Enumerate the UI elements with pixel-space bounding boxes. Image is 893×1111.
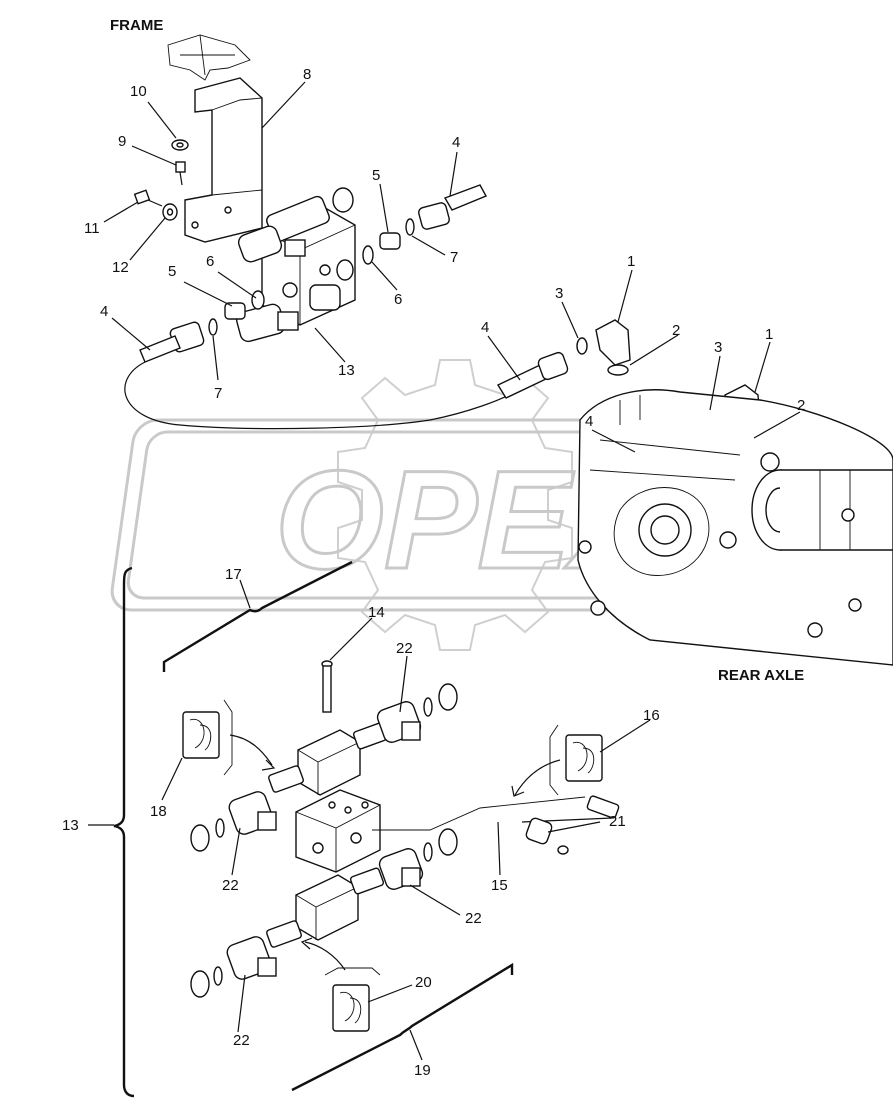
bracket-19 <box>291 962 514 1092</box>
bracket-17 <box>162 560 353 672</box>
cartridge-15 <box>372 795 620 855</box>
callout-10: 10 <box>130 83 147 100</box>
bracket-13 <box>113 566 135 1098</box>
rear-axle-caption: REAR AXLE <box>718 667 804 684</box>
callout-9: 9 <box>118 133 126 150</box>
callout-22-c: 22 <box>465 910 482 927</box>
callout-7-left: 7 <box>214 385 222 402</box>
callout-8: 8 <box>303 66 311 83</box>
screw-9 <box>171 139 189 186</box>
callout-11: 11 <box>84 220 100 237</box>
callout-21: 21 <box>609 813 626 830</box>
callout-1-b: 1 <box>765 326 773 343</box>
elbow-fitting-1a <box>576 319 631 376</box>
callout-22-b: 22 <box>222 877 239 894</box>
callout-2-a: 2 <box>672 322 680 339</box>
frame-caption: FRAME <box>110 17 163 34</box>
bracket-hole <box>224 206 232 214</box>
callout-16: 16 <box>643 707 660 724</box>
bracket-fold <box>211 97 263 196</box>
callout-22-d: 22 <box>233 1032 250 1049</box>
callout-5-left: 5 <box>168 263 176 280</box>
callout-3-a: 3 <box>555 285 563 302</box>
callout-13-top: 13 <box>338 362 355 379</box>
callout-14: 14 <box>368 604 385 621</box>
callout-2-b: 2 <box>797 397 805 414</box>
callout-13-group: 13 <box>62 817 79 834</box>
solenoid-upper <box>190 683 458 852</box>
callout-5-top: 5 <box>372 167 380 184</box>
callout-4-top: 4 <box>452 134 460 151</box>
hose-route <box>124 361 516 430</box>
callout-4-left: 4 <box>100 303 108 320</box>
rear-axle-housing <box>577 389 893 666</box>
sealant-icon-18 <box>182 699 276 776</box>
sealant-icon-16 <box>511 724 603 797</box>
solenoid-lower <box>190 828 458 998</box>
manifold-block <box>295 789 381 873</box>
callout-20: 20 <box>415 974 432 991</box>
callout-7-top: 7 <box>450 249 458 266</box>
valve-assembly-top <box>235 187 356 343</box>
callout-15: 15 <box>491 877 508 894</box>
fittings-upper-right <box>362 184 487 265</box>
callout-17: 17 <box>225 566 242 583</box>
fittings-lower-left <box>139 290 265 363</box>
callout-3-b: 3 <box>714 339 722 356</box>
callout-6-left: 6 <box>206 253 214 270</box>
frame-mount <box>167 34 263 243</box>
callout-18: 18 <box>150 803 167 820</box>
group-brackets <box>113 560 514 1098</box>
callout-22-a: 22 <box>396 640 413 657</box>
callout-4-axle: 4 <box>585 413 593 430</box>
callout-4-mid: 4 <box>481 319 489 336</box>
bolt-14 <box>321 660 333 713</box>
screw-11 <box>133 189 178 221</box>
callout-12: 12 <box>112 259 129 276</box>
watermark-gear <box>337 359 573 651</box>
sealant-icon-20 <box>300 937 381 1032</box>
callout-19: 19 <box>414 1062 431 1079</box>
callout-labels: 8 10 9 11 12 5 4 7 6 5 6 4 7 13 4 3 1 2 … <box>62 66 805 1079</box>
mounting-bracket <box>184 77 263 243</box>
leader-lines <box>88 81 801 1061</box>
bracket-hole <box>191 221 199 229</box>
callout-6-top: 6 <box>394 291 402 308</box>
frame-symbol <box>167 34 251 81</box>
callout-1-a: 1 <box>627 253 635 270</box>
